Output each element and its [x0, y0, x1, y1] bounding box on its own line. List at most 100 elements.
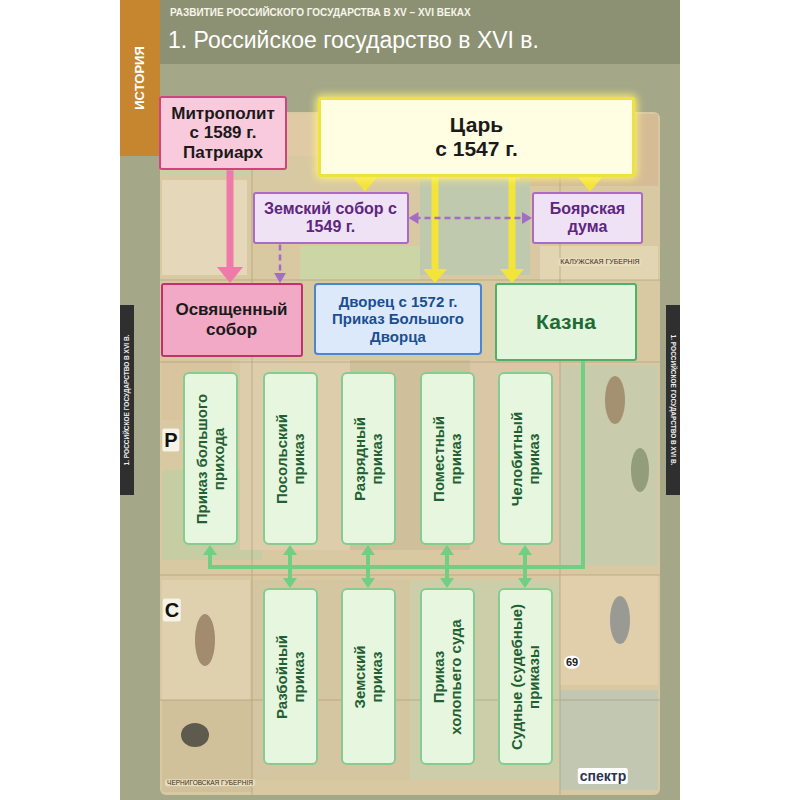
connector-line: [290, 361, 583, 582]
poster-title: 1. Российское государство в XVI в.: [168, 27, 539, 53]
arrowhead: [423, 269, 447, 283]
prikaz-box: Челобитный приказ: [498, 372, 553, 545]
connector-line: [279, 244, 282, 277]
costume-figure: [605, 376, 625, 424]
prikaz-name: Разбойный приказ: [273, 622, 308, 732]
subordination-line: [203, 361, 583, 567]
node-text: Царь: [450, 113, 504, 137]
prikaz-name: Челобитный приказ: [508, 404, 543, 514]
costume-figure: [195, 614, 215, 666]
arrowhead: [500, 269, 524, 283]
header-band: [120, 0, 680, 64]
prikaz-name: Разрядный приказ: [351, 404, 386, 514]
map-patch: [540, 246, 658, 280]
connector-line: [290, 361, 583, 567]
map-patch: [470, 360, 560, 550]
map-patch: [162, 580, 252, 700]
map-patch: [560, 690, 658, 790]
map-patch: [240, 360, 350, 550]
arrowhead: [578, 178, 602, 192]
prikaz-box: Поместный приказ: [420, 372, 475, 545]
map-patch: [300, 246, 420, 280]
node-text: с 1547 г.: [435, 137, 518, 161]
node-text: Земский собор с 1549 г.: [261, 200, 401, 237]
arrowhead: [217, 267, 243, 283]
map-patch: [560, 575, 658, 685]
arrowhead: [283, 545, 297, 555]
map-label: КАЛУЖСКАЯ ГУБЕРНІЯ: [558, 258, 641, 266]
arrowhead: [203, 545, 217, 555]
poster-sheet: [120, 0, 680, 800]
arrowhead: [283, 578, 297, 588]
command-arrow: [353, 177, 377, 192]
side-tab: [120, 305, 134, 495]
prikaz-name: Земский приказ: [351, 622, 386, 732]
church-head-box: Митрополит с 1589 г. Патриарх: [159, 96, 287, 171]
side-tab: [666, 305, 680, 495]
prikaz-name: Поместный приказ: [430, 404, 465, 514]
prikaz-box: Земский приказ: [341, 588, 396, 765]
costume-figure: [610, 596, 630, 644]
arrowhead: [522, 212, 532, 224]
map-letter: Р: [162, 429, 179, 452]
church-arrow: [217, 170, 243, 283]
costume-figure: [631, 448, 649, 492]
connector-line: [415, 217, 527, 220]
council-box: Земский собор с 1549 г.: [253, 192, 409, 245]
subordination-line: [283, 361, 583, 588]
node-text: Митрополит с 1589 г. Патриарх: [167, 104, 279, 163]
prikaz-box: Судные (судебные) приказы: [498, 588, 553, 765]
advisory-arrow: [409, 212, 533, 224]
prikaz-box: Посольский приказ: [263, 372, 318, 545]
map-background: [160, 112, 660, 795]
prikaz-box: Разбойный приказ: [263, 588, 318, 765]
map-grid-line: [160, 280, 660, 281]
advisory-arrow: [274, 244, 286, 283]
arrowhead: [518, 578, 532, 588]
command-arrow: [500, 177, 524, 283]
prikaz-name: Приказ большого прихода: [193, 389, 228, 529]
arrowhead: [274, 273, 286, 283]
prikaz-box: Приказ большого прихода: [183, 372, 238, 545]
map-grid-line: [160, 700, 660, 701]
node-text: Боярская дума: [540, 200, 635, 237]
node-text: Дворец с 1572 г. Приказ Большого Дворца: [322, 293, 474, 345]
treasury-box: Казна: [495, 283, 637, 361]
map-patch: [410, 580, 560, 780]
connector-line: [210, 361, 583, 567]
map-patch: [162, 180, 247, 275]
subordination-line: [283, 361, 583, 567]
connector-line: [368, 361, 583, 582]
map-grid-line: [160, 575, 660, 576]
connector-line: [227, 170, 234, 273]
map-figures: [181, 376, 649, 747]
council-box: Боярская дума: [532, 192, 643, 245]
prikaz-box: Разрядный приказ: [341, 372, 396, 545]
node-text: Освященный собор: [169, 300, 295, 339]
section-tab-text: 1. РОССИЙСКОЕ ГОСУДАРСТВО В XVI В.: [669, 335, 676, 466]
prikaz-name: Судные (судебные) приказы: [508, 602, 543, 752]
map-patch: [162, 700, 252, 792]
map-letter: С: [163, 599, 181, 622]
arrowhead: [353, 178, 377, 192]
header-text: РАЗВИТИЕ РОССИЙСКОГО ГОСУДАРСТВА В XV – …: [170, 7, 471, 19]
map-patch: [250, 580, 410, 780]
church-council-box: Освященный собор: [161, 283, 303, 357]
map-label: ЧЕРНИГОВСКАЯ ГУБЕРНІЯ: [165, 779, 255, 786]
map-patch: [560, 365, 658, 565]
subject-label: ИСТОРИЯ: [133, 46, 148, 110]
command-arrow: [423, 177, 447, 283]
prikaz-box: Приказ холопьего суда: [420, 588, 475, 765]
node-text: Казна: [536, 310, 596, 334]
arrowhead: [518, 545, 532, 555]
arrowhead: [409, 212, 419, 224]
connector-line: [432, 177, 439, 275]
coat-of-arms: [181, 723, 209, 747]
ruler-box: Царьс 1547 г.: [318, 97, 635, 177]
arrowhead: [361, 578, 375, 588]
map-patches: [162, 114, 658, 792]
publisher-logo: спектр: [578, 768, 628, 784]
prikaz-name: Приказ холопьего суда: [430, 614, 465, 739]
section-tab-text: 1. РОССИЙСКОЕ ГОСУДАРСТВО В XVI В.: [123, 335, 130, 466]
